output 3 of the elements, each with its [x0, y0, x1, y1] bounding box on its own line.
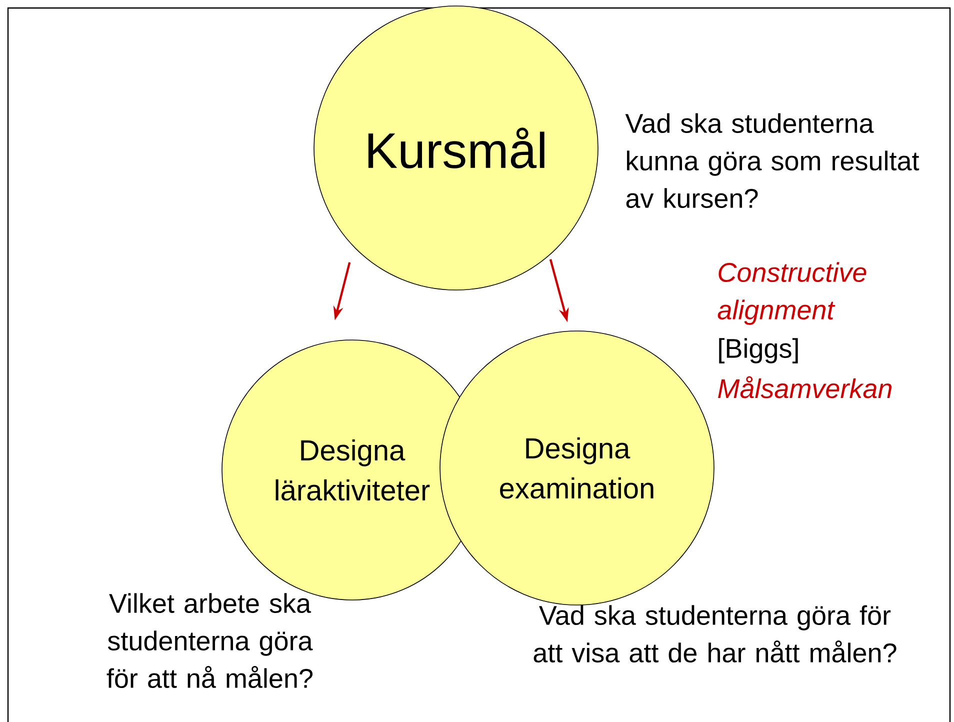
question-text: Vad ska studenterna kunna göra som resultat av kursen?	[625, 113, 920, 208]
question-text: Vad ska studenterna göra för att visa att de har nått målen?	[534, 605, 896, 663]
note-text: Constructive alignment	[718, 262, 866, 325]
